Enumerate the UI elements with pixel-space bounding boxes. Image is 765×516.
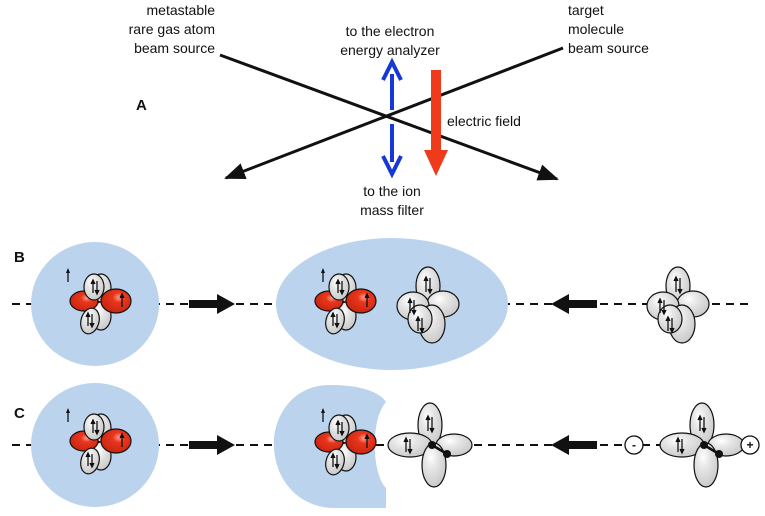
approach-arrow-right-b	[189, 294, 235, 314]
panel-label-b: B	[14, 249, 25, 266]
target-source-label-3: beam source	[568, 40, 649, 56]
complex-electron-cloud	[276, 238, 508, 370]
target-beam-line	[224, 46, 564, 180]
approach-arrow-left-c	[551, 435, 597, 455]
approach-arrow-right-c	[189, 435, 235, 455]
ion-filter-label-1: to the ion	[363, 183, 421, 199]
target-source-label-1: target	[568, 2, 604, 18]
minus-charge-badge: -	[624, 435, 644, 455]
electron-analyzer-label-2: energy analyzer	[340, 42, 440, 58]
panel-b: B	[12, 238, 752, 370]
ion-filter-label-2: mass filter	[360, 202, 424, 218]
panel-label-c: C	[14, 405, 25, 422]
target-source-label-2: molecule	[568, 21, 624, 37]
approach-arrow-left-b	[551, 294, 597, 314]
spin-up-arrow-c-complex	[321, 408, 325, 422]
electron-analyzer-label-1: to the electron	[346, 23, 435, 39]
panel-label-a: A	[136, 97, 147, 114]
ion-direction-arrow	[381, 124, 403, 179]
minus-sign: -	[632, 438, 636, 452]
electron-direction-arrow	[381, 57, 403, 110]
ionizing-molecule-c	[658, 401, 746, 489]
metastable-beam-line	[219, 53, 559, 181]
spin-up-arrow-b-complex	[321, 268, 325, 282]
spin-up-arrow-c	[66, 408, 70, 422]
spin-up-arrow-b	[66, 268, 70, 282]
metastable-source-label-3: beam source	[134, 40, 215, 56]
electric-field-label: electric field	[447, 113, 521, 129]
metastable-source-label-1: metastable	[147, 2, 216, 18]
target-molecule-b	[646, 266, 710, 344]
plus-charge-badge: +	[740, 435, 760, 455]
ionizing-molecule-c-complex	[386, 401, 474, 489]
panel-c: C - +	[12, 383, 760, 508]
panel-a: A metastable rare gas atom beam source t…	[129, 2, 650, 218]
plus-sign: +	[746, 438, 753, 452]
electric-field-arrow	[424, 70, 448, 176]
metastable-source-label-2: rare gas atom	[129, 21, 215, 37]
